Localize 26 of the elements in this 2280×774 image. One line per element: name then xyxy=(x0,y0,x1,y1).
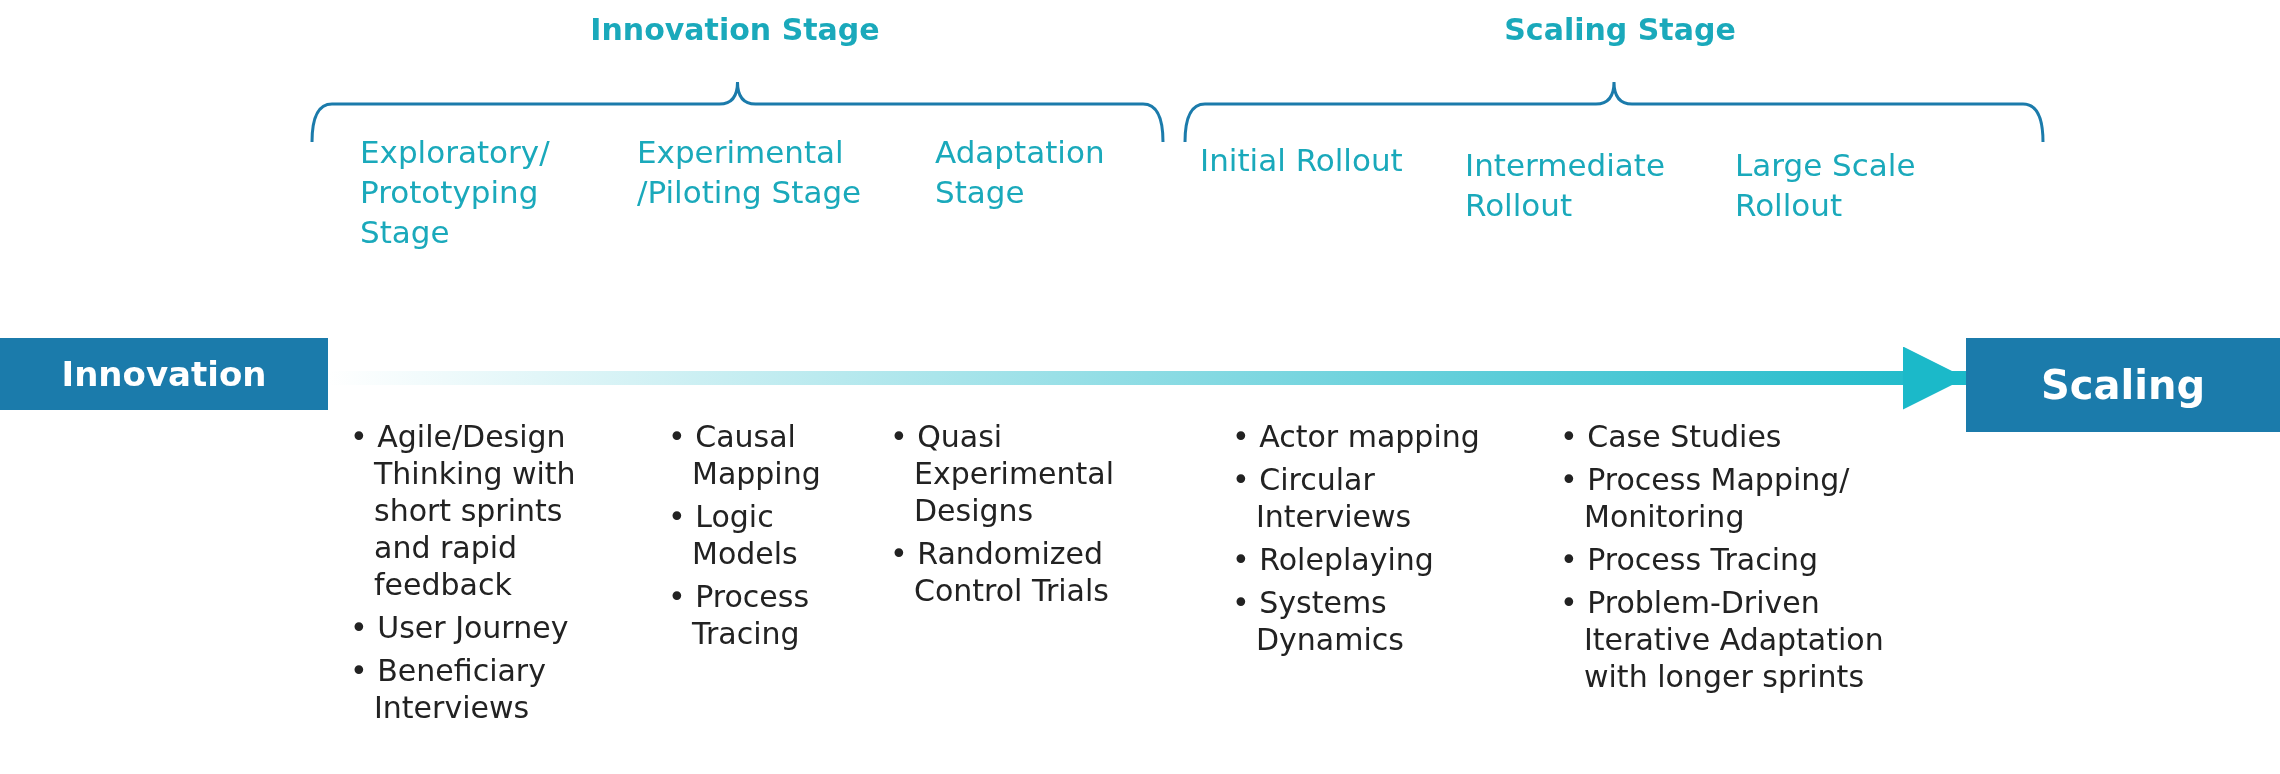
method-list-item: • Actor mapping xyxy=(1232,418,1481,455)
sub-stage-label: Adaptation Stage xyxy=(935,133,1106,212)
method-list-item: • Process Tracing xyxy=(668,578,811,652)
stage-heading: Scaling Stage xyxy=(1503,12,1737,47)
sub-stage-label: Exploratory/ Prototyping Stage xyxy=(360,133,551,252)
method-list-item: • Causal Mapping xyxy=(668,418,822,492)
method-list-item: • Agile/Design Thinking with short sprints and rapid feedback xyxy=(350,418,577,603)
method-list-item: • User Journey xyxy=(350,609,570,646)
method-list-item: • Randomized Control Trials xyxy=(890,535,1110,609)
sub-stage-label: Large Scale Rollout xyxy=(1735,146,1917,225)
method-list-item: • Process Mapping/ Monitoring xyxy=(1560,461,1851,535)
method-list-item: • Quasi Experimental Designs xyxy=(890,418,1116,529)
sub-stage-label: Intermediate Rollout xyxy=(1465,146,1666,225)
method-list-item: • Logic Models xyxy=(668,498,799,572)
stage-box: Scaling xyxy=(1966,338,2280,432)
method-list-item: • Systems Dynamics xyxy=(1232,584,1405,658)
method-list-item: • Roleplaying xyxy=(1232,541,1435,578)
sub-stage-label: Initial Rollout xyxy=(1200,141,1404,180)
stage-box: Innovation xyxy=(0,338,328,410)
method-list-item: • Process Tracing xyxy=(1560,541,1820,578)
method-list-item: • Beneficiary Interviews xyxy=(350,652,547,726)
method-list-item: • Circular Interviews xyxy=(1232,461,1413,535)
method-list-item: • Problem-Driven Iterative Adaptation with longer sprints xyxy=(1560,584,1885,695)
method-list-item: • Case Studies xyxy=(1560,418,1783,455)
sub-stage-label: Experimental /Piloting Stage xyxy=(637,133,863,212)
stage-heading: Innovation Stage xyxy=(589,12,881,47)
